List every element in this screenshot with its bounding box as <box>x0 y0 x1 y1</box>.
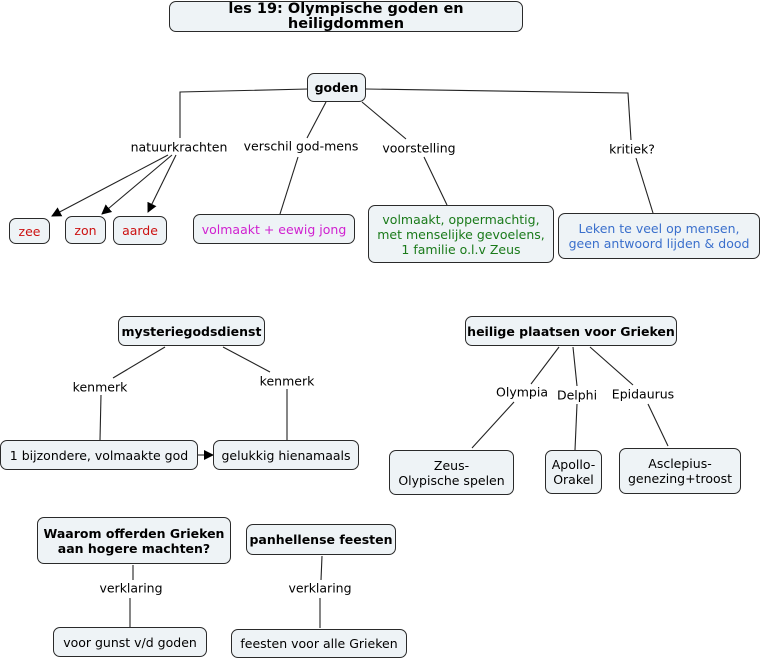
line-goden-verschil <box>306 101 327 139</box>
concept-aarde[interactable]: aarde <box>113 216 167 245</box>
concept-heilige-plaatsen[interactable]: heilige plaatsen voor Grieken <box>465 316 677 346</box>
arrow-to-zee <box>51 154 169 217</box>
map-title[interactable]: les 19: Olympische goden en heiligdommen <box>169 1 523 32</box>
concept-zee[interactable]: zee <box>9 218 50 244</box>
concept-asclepius[interactable]: Asclepius- genezing+troost <box>619 448 741 494</box>
concept-zon[interactable]: zon <box>65 216 106 244</box>
arrow-to-aarde <box>147 154 177 213</box>
concept-gelukkig-hienamaals[interactable]: gelukkig hienamaals <box>213 440 359 470</box>
line-epidaurus-node <box>647 403 669 447</box>
link-delphi: Delphi <box>555 387 599 403</box>
link-verschil-god-mens: verschil god-mens <box>242 138 360 154</box>
arrow-to-zon <box>101 154 173 215</box>
line-kenmerk-left-node <box>99 394 102 441</box>
line-mysterie-kenmerk-right <box>222 346 271 373</box>
link-natuurkrachten: natuurkrachten <box>129 139 229 155</box>
line-plaatsen-delphi <box>572 346 578 387</box>
line-delphi-node <box>574 403 578 451</box>
line-goden-kritiek <box>365 88 632 141</box>
line-plaatsen-olympia <box>530 346 560 385</box>
concept-goden[interactable]: goden <box>307 73 366 102</box>
link-kenmerk-left: kenmerk <box>71 379 129 395</box>
link-verklaring-feesten: verklaring <box>287 580 353 596</box>
concept-gunst-goden[interactable]: voor gunst v/d goden <box>53 627 207 657</box>
line-voorstelling-node <box>423 156 448 206</box>
line-verschil-node <box>279 156 299 215</box>
line-goden-voorstelling <box>361 101 407 140</box>
concept-bijzondere-god[interactable]: 1 bijzondere, volmaakte god <box>0 440 198 470</box>
line-mysterie-kenmerk-left <box>112 346 166 379</box>
link-voorstelling: voorstelling <box>381 140 457 156</box>
concept-volmaakt-eewig-jong[interactable]: volmaakt + eewig jong <box>193 214 355 244</box>
link-olympia: Olympia <box>495 384 549 400</box>
line-plaatsen-epidaurus <box>589 346 634 386</box>
link-kenmerk-right: kenmerk <box>258 373 316 389</box>
concept-voorstelling[interactable]: volmaakt, oppermachtig, met menselijke g… <box>368 205 554 263</box>
line-olympia-node <box>471 401 515 449</box>
link-epidaurus: Epidaurus <box>610 386 676 402</box>
link-verklaring-offer: verklaring <box>98 580 164 596</box>
line-kritiek-node <box>635 157 654 214</box>
concept-feesten-alle-grieken[interactable]: feesten voor alle Grieken <box>231 629 407 658</box>
concept-apollo-orakel[interactable]: Apollo- Orakel <box>545 450 602 494</box>
link-kritiek: kritiek? <box>608 141 656 157</box>
line-feesten-verklaring <box>320 555 323 581</box>
concept-waarom-offerden[interactable]: Waarom offerden Grieken aan hogere macht… <box>37 517 231 564</box>
concept-mysteriegodsdienst[interactable]: mysteriegodsdienst <box>118 316 265 346</box>
concept-kritiek[interactable]: Leken te veel op mensen, geen antwoord l… <box>558 213 760 259</box>
line-goden-natuurkrachten <box>179 88 309 138</box>
concept-zeus-olympische-spelen[interactable]: Zeus- Olypische spelen <box>389 450 514 495</box>
concept-panhellense-feesten[interactable]: panhellense feesten <box>246 524 396 555</box>
